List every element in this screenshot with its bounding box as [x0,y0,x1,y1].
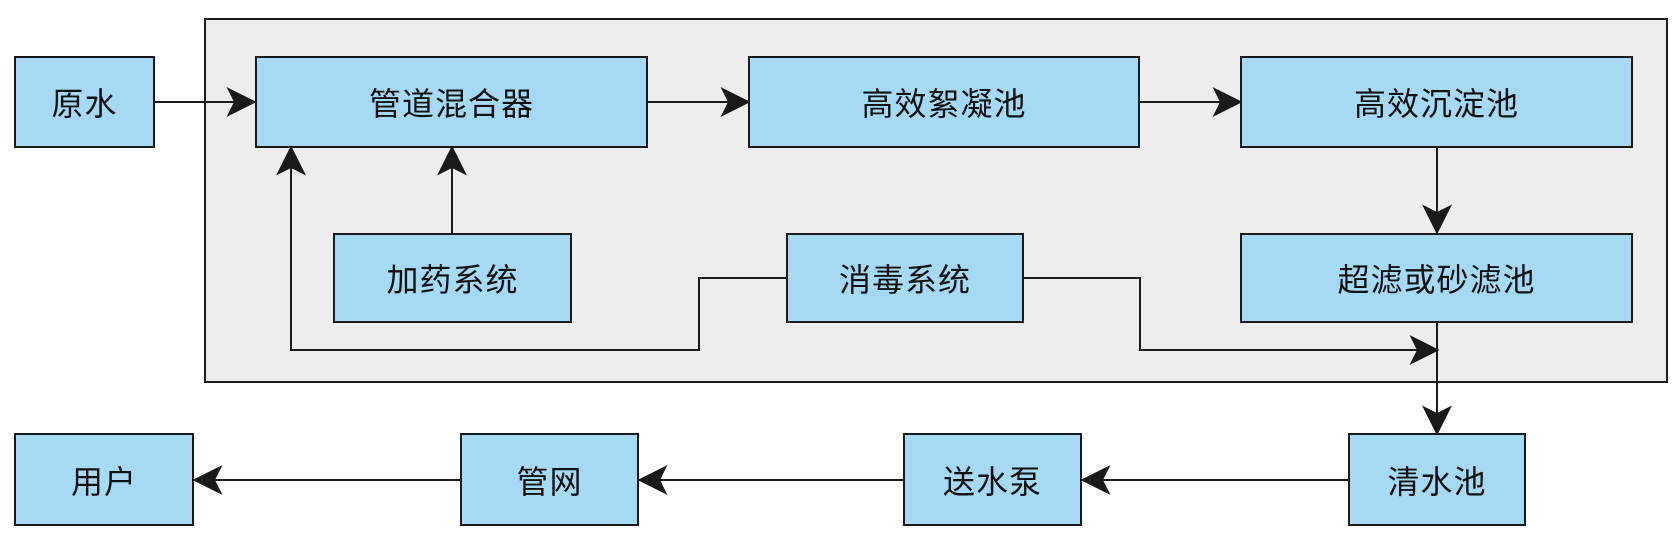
node-pipe-network: 管网 [460,433,639,526]
node-flocculation: 高效絮凝池 [748,56,1140,148]
arrow-disinfection-to-outlet [1024,277,1440,365]
node-user: 用户 [14,433,194,526]
node-pipe-mixer: 管道混合器 [255,56,648,148]
node-raw-water: 原水 [14,56,155,148]
node-disinfection-system: 消毒系统 [786,233,1024,323]
node-dosing-system: 加药系统 [333,233,572,323]
node-clear-water-tank: 清水池 [1348,433,1526,526]
node-pump: 送水泵 [903,433,1082,526]
node-sedimentation: 高效沉淀池 [1240,56,1633,148]
arrow-disinfection-to-mixer [276,145,786,351]
node-filtration: 超滤或砂滤池 [1240,233,1633,323]
